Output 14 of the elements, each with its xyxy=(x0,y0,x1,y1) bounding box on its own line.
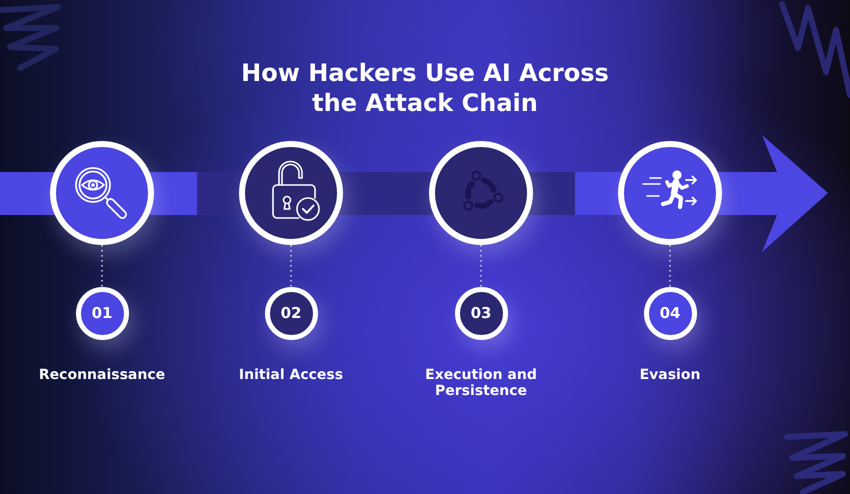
dotted-connector xyxy=(101,245,103,286)
step-label: Initial Access xyxy=(238,366,344,382)
step-label: Reconnaissance xyxy=(38,366,166,382)
step-number: 01 xyxy=(90,304,114,322)
dotted-connector xyxy=(290,245,292,286)
step-number: 03 xyxy=(470,304,492,322)
step-label: Evasion xyxy=(638,366,702,382)
dotted-connector xyxy=(669,245,671,286)
step-number: 04 xyxy=(658,304,682,322)
diagram-title: How Hackers Use AI Across the Attack Chain xyxy=(240,58,610,118)
dotted-connector xyxy=(480,245,482,286)
number-circle xyxy=(76,286,128,340)
step-number: 02 xyxy=(280,304,302,322)
step-label: Execution and Persistence xyxy=(424,366,538,398)
